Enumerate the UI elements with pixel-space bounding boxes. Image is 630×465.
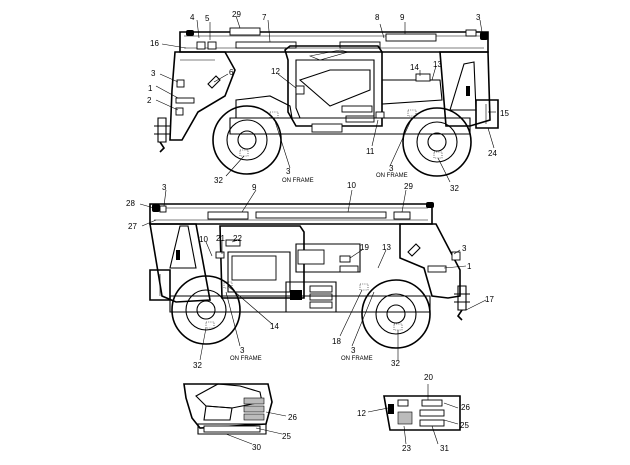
callout: 12 [271,67,280,76]
callout: 5 [205,14,210,23]
callout: 26 [461,403,470,412]
callout: 32 [450,184,459,193]
callout: 27 [128,222,137,231]
callout: 13 [382,243,391,252]
callout: 8 [375,13,380,22]
callout: 1 [467,262,472,271]
callout: 22 [233,234,242,243]
callouts-side-b: 1 3 3 3 9 10 10 13 14 17 18 19 21 22 27 … [126,181,494,370]
callout: 14 [270,322,279,331]
detail-view-right [367,384,461,445]
on-frame-note: ON FRAME [230,356,262,362]
callout: 20 [424,373,433,382]
on-frame-note: ON FRAME [376,173,408,179]
callout: 23 [402,444,411,453]
callout: 16 [150,39,159,48]
callout: 3 [162,183,167,192]
callout: 29 [232,10,241,19]
callout: 4 [190,13,195,22]
callout: 26 [288,413,297,422]
callout: 3 [351,346,356,355]
callout: 13 [433,60,442,69]
machine-side-view-a [154,27,499,177]
callout: 3 [151,69,156,78]
leader-lines-side-b [139,189,487,361]
on-frame-note: ON FRAME [282,178,314,184]
callout: 14 [410,63,419,72]
detail-view-left [183,383,287,445]
callout: 9 [400,13,405,22]
callout: 28 [126,199,135,208]
callout: 25 [460,421,469,430]
callout: 3 [476,13,481,22]
callout: 32 [193,361,202,370]
leader-lines-side-a [155,15,496,183]
callout: 10 [199,235,208,244]
callout: 7 [262,13,267,22]
callout: 3 [389,164,394,173]
callout: 3 [462,244,467,253]
callout: 25 [282,432,291,441]
callout: 1 [148,84,153,93]
callout: 11 [366,147,375,156]
callout: 18 [332,337,341,346]
callouts-detail-right: 12 20 23 25 26 31 [357,373,470,453]
callout: 3 [240,346,245,355]
machine-side-view-b [149,202,470,349]
callout: 32 [214,176,223,185]
callout: 19 [360,243,369,252]
callout: 10 [347,181,356,190]
callout: 24 [488,149,497,158]
callout: 3 [286,167,291,176]
callouts-detail-left: 25 26 30 [252,413,297,452]
callout: 21 [216,234,225,243]
callout: 6 [229,68,234,77]
callout: 29 [404,182,413,191]
callout: 9 [252,183,257,192]
on-frame-note: ON FRAME [341,356,373,362]
callout: 30 [252,443,261,452]
callout: 15 [500,109,509,118]
callout: 31 [440,444,449,453]
callout: 2 [147,96,152,105]
callout: 17 [485,295,494,304]
callouts-side-a: 1 2 3 3 3 4 5 6 7 8 9 11 12 13 14 15 16 … [147,10,509,193]
callout: 12 [357,409,366,418]
callout: 32 [391,359,400,368]
